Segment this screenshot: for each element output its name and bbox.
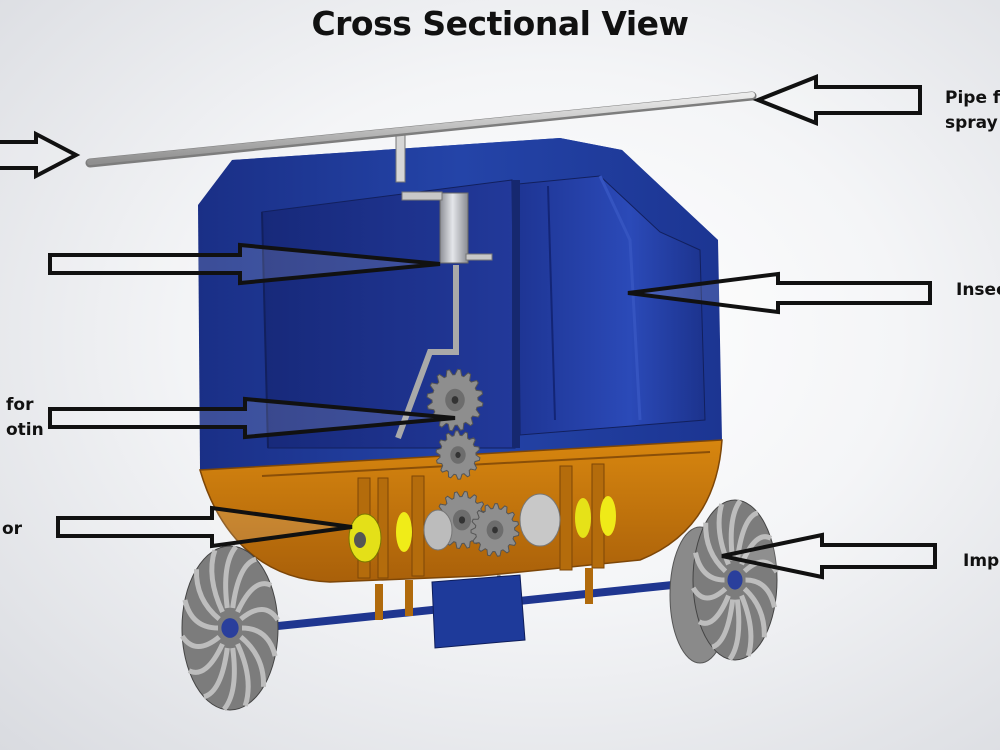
label-pipe-line2: spray	[945, 113, 998, 133]
label-left-mid-line2: otin	[6, 420, 44, 440]
gear-middle	[435, 430, 481, 480]
roller-right	[575, 496, 616, 538]
callout-arrows	[0, 74, 937, 580]
label-left-mid-line1: for	[6, 395, 34, 415]
wheel-right	[691, 499, 779, 661]
gear-lower-right	[470, 503, 520, 557]
diagram-title: Cross Sectional View	[311, 4, 689, 43]
arrow-pipe	[752, 74, 922, 126]
roller-left	[348, 512, 412, 563]
arrow-insecticide-tank	[627, 271, 932, 315]
pump-cylinder	[439, 192, 469, 264]
tank-divider	[512, 180, 520, 448]
gearbox	[431, 574, 526, 649]
bearing-grey	[423, 493, 561, 551]
arrow-roller	[56, 505, 353, 549]
arrow-impeller	[721, 532, 937, 580]
label-impeller: Imp	[963, 551, 1000, 571]
arrow-left-pipe	[0, 130, 81, 180]
wheel-left	[180, 545, 280, 711]
arrow-gear	[48, 396, 456, 440]
label-left-mid: for otin	[6, 393, 44, 443]
label-left-low: or	[2, 519, 23, 539]
arrow-pump	[48, 242, 441, 286]
label-pipe: Pipe f spray	[945, 86, 1000, 136]
label-insect: Insec	[956, 280, 1000, 300]
label-pipe-line1: Pipe f	[945, 88, 1000, 108]
